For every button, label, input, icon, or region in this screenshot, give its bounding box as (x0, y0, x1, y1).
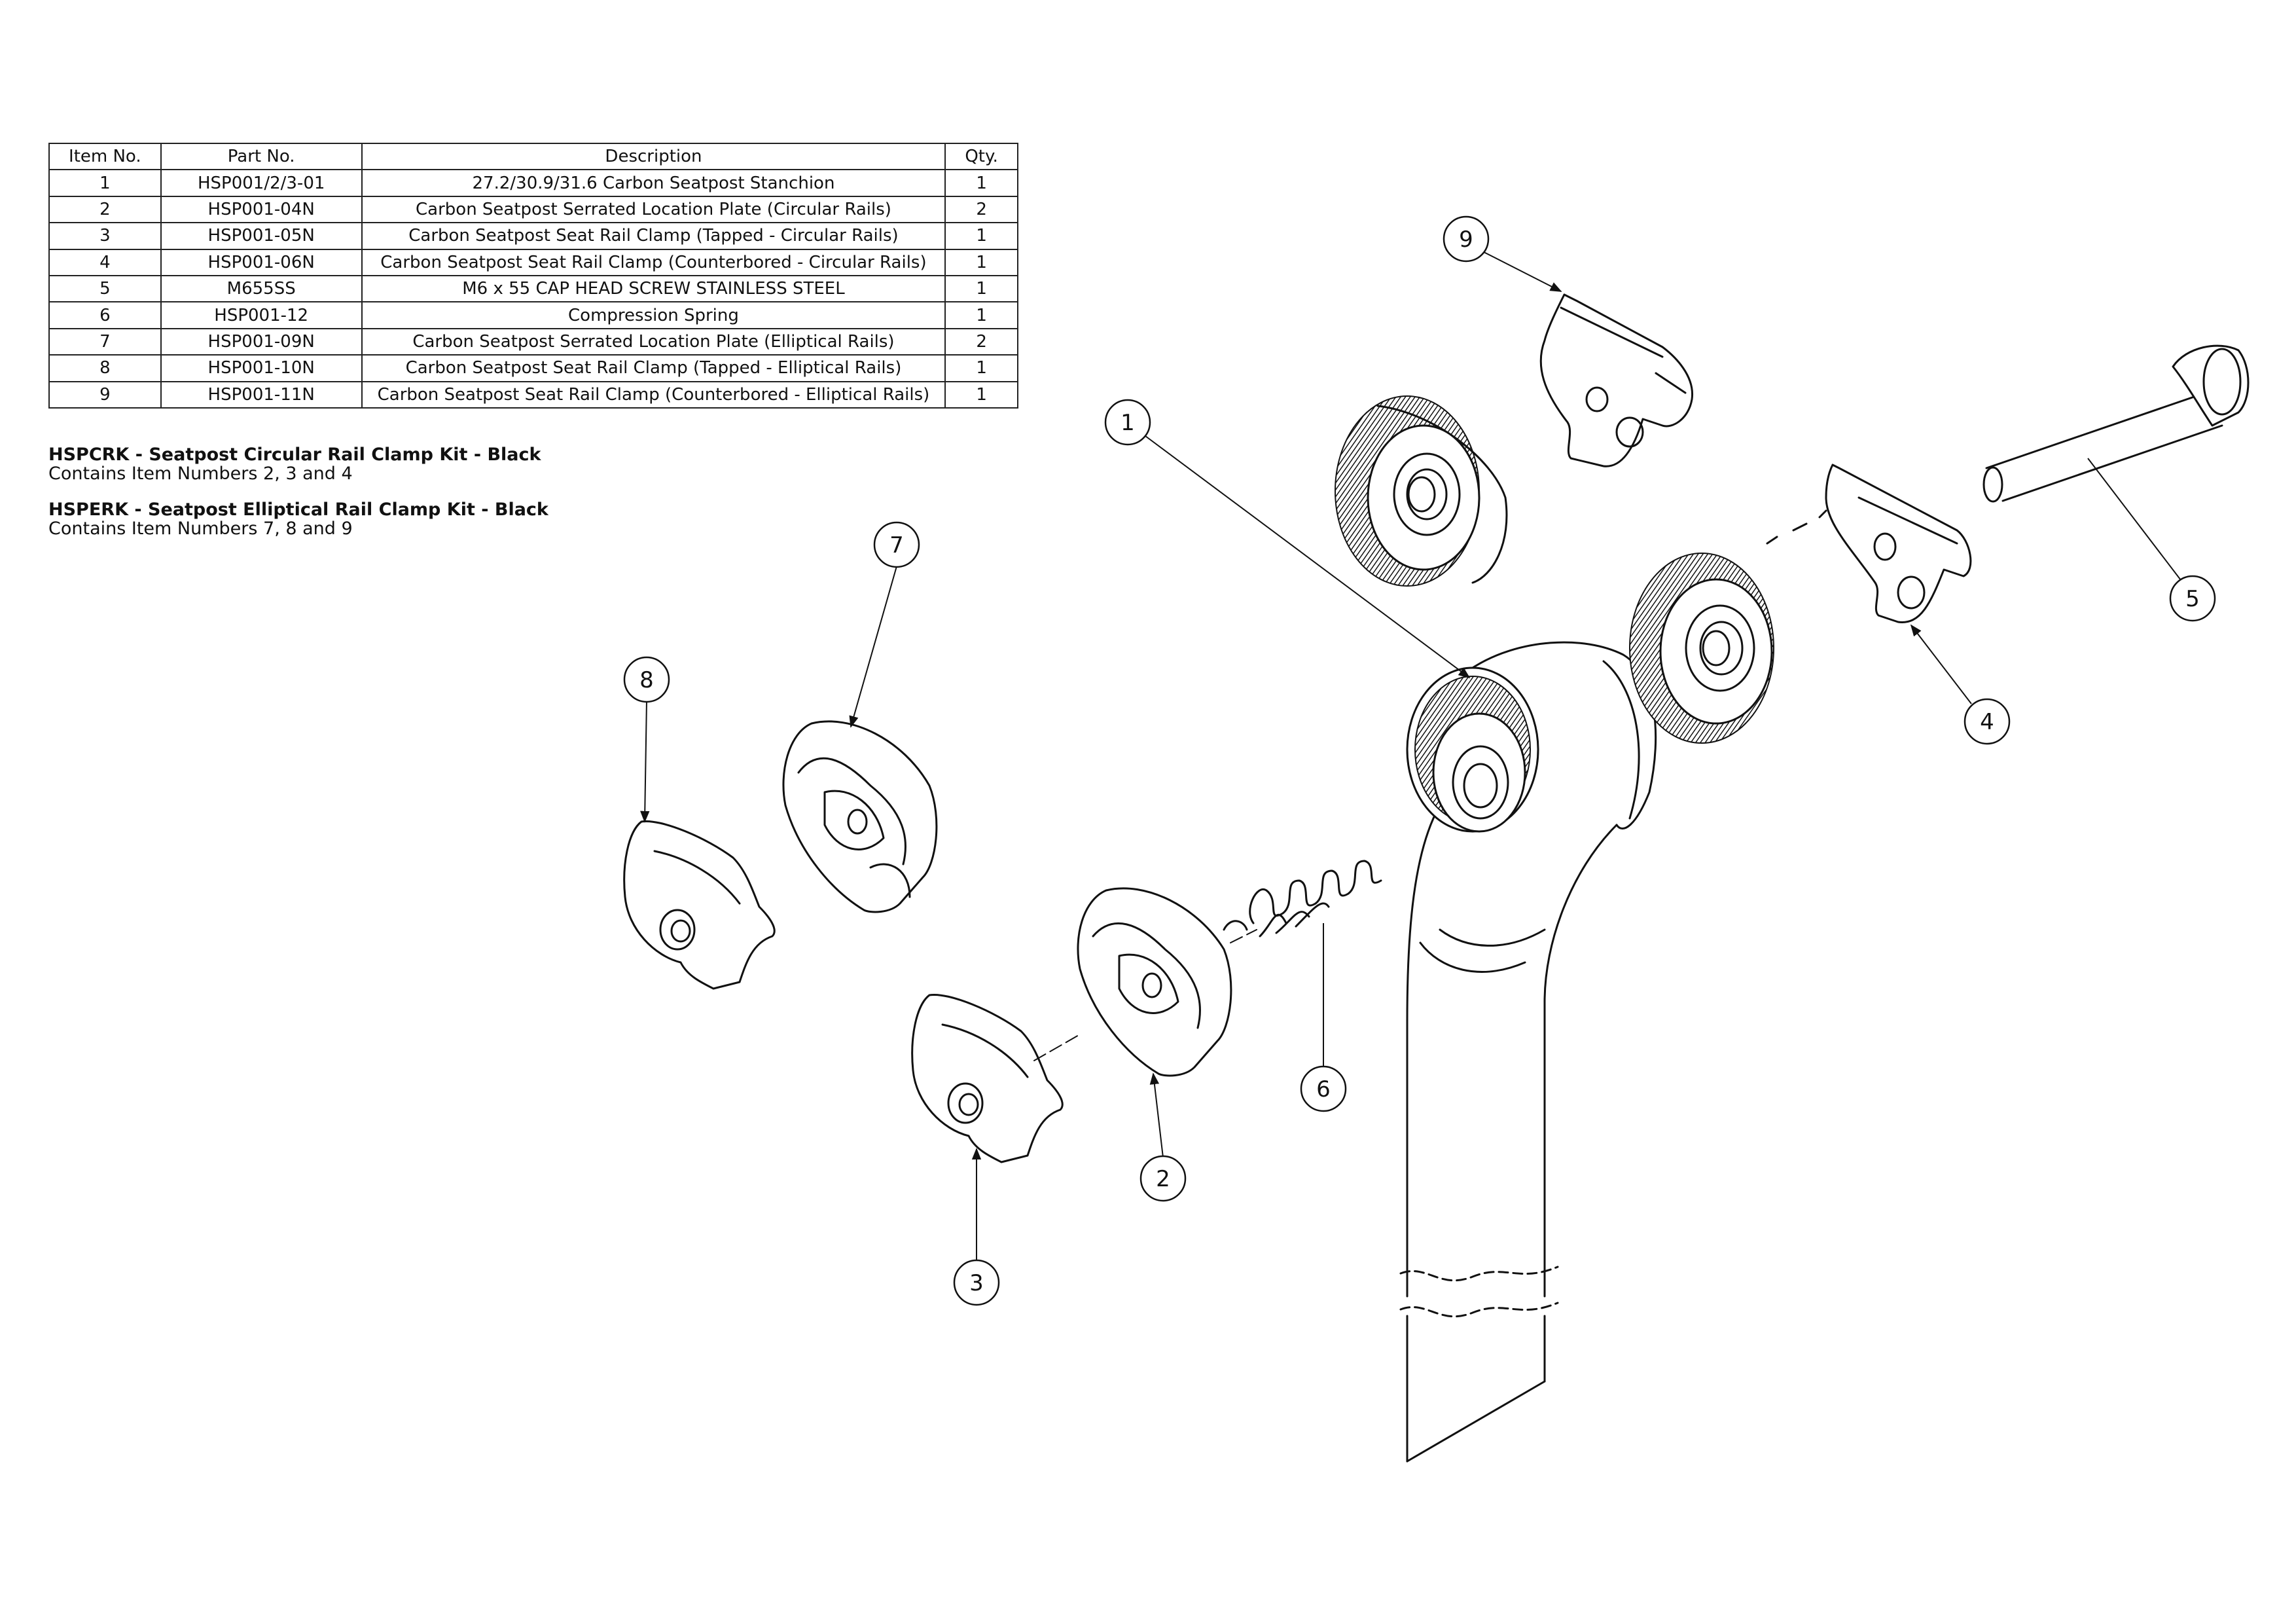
balloon-label: 6 (1316, 1076, 1331, 1103)
balloon-3: 3 (953, 1259, 1000, 1306)
cell-qty: 2 (944, 327, 1018, 356)
cell-qty: 1 (944, 301, 1018, 329)
kit-elliptical: HSPERK - Seatpost Elliptical Rail Clamp … (48, 500, 548, 538)
cell-item-no: 7 (48, 327, 162, 356)
balloon-label: 9 (1459, 227, 1473, 253)
cell-qty: 1 (944, 222, 1018, 250)
cell-qty: 1 (944, 354, 1018, 382)
kit-circular: HSPCRK - Seatpost Circular Rail Clamp Ki… (48, 445, 541, 483)
cell-part-no: HSP001/2/3-01 (160, 169, 363, 197)
cell-qty: 2 (944, 195, 1018, 224)
cell-description: 27.2/30.9/31.6 Carbon Seatpost Stanchion (361, 169, 946, 197)
kit-title: HSPCRK - Seatpost Circular Rail Clamp Ki… (48, 445, 541, 465)
balloon-label: 1 (1121, 410, 1135, 436)
cell-part-no: M655SS (160, 274, 363, 303)
cell-description: Carbon Seatpost Seat Rail Clamp (Counter… (361, 380, 946, 409)
cell-item-no: 6 (48, 301, 162, 329)
header-item-no: Item No. (48, 142, 162, 171)
balloon-label: 4 (1980, 709, 1994, 735)
balloon-8: 8 (623, 656, 670, 703)
cell-qty: 1 (944, 274, 1018, 303)
balloon-circle (1139, 1155, 1187, 1202)
compression-spring (1223, 860, 1382, 938)
balloon-4: 4 (1964, 698, 2011, 745)
cell-part-no: HSP001-05N (160, 222, 363, 250)
balloon-circle (623, 656, 670, 703)
cell-qty: 1 (944, 248, 1018, 276)
cell-description: Carbon Seatpost Seat Rail Clamp (Tapped … (361, 354, 946, 382)
header-qty: Qty. (944, 142, 1018, 171)
cell-item-no: 8 (48, 354, 162, 382)
cell-item-no: 4 (48, 248, 162, 276)
cap-head-screw (1766, 344, 2250, 545)
cell-part-no: HSP001-04N (160, 195, 363, 224)
cell-description: Compression Spring (361, 301, 946, 329)
serrated-plate-lower (1077, 887, 1232, 1077)
cell-qty: 1 (944, 169, 1018, 197)
kit-description: Contains Item Numbers 2, 3 and 4 (48, 464, 353, 484)
cell-item-no: 1 (48, 169, 162, 197)
table-header-row: Item No. Part No. Description Qty. (48, 142, 1018, 171)
kit-title: HSPERK - Seatpost Elliptical Rail Clamp … (48, 500, 548, 520)
clamp-4 (1825, 464, 1972, 623)
cell-item-no: 3 (48, 222, 162, 250)
serrated-plate-right (1629, 553, 1774, 744)
kit-description: Contains Item Numbers 7, 8 and 9 (48, 519, 353, 539)
cell-item-no: 9 (48, 380, 162, 409)
cell-item-no: 5 (48, 274, 162, 303)
cell-part-no: HSP001-11N (160, 380, 363, 409)
balloon-circle (873, 521, 920, 568)
balloon-label: 5 (2185, 586, 2200, 612)
cell-description: Carbon Seatpost Serrated Location Plate … (361, 327, 946, 356)
cell-part-no: HSP001-09N (160, 327, 363, 356)
seatpost-stanchion (1399, 641, 1657, 1463)
balloon-label: 3 (969, 1270, 984, 1296)
clamp-9 (1539, 293, 1694, 467)
balloon-label: 7 (889, 532, 904, 558)
balloon-circle (1964, 698, 2011, 745)
leader-lines (640, 251, 2183, 1260)
balloon-circle (953, 1259, 1000, 1306)
balloon-circle (1300, 1065, 1347, 1112)
cell-description: M6 x 55 CAP HEAD SCREW STAINLESS STEEL (361, 274, 946, 303)
header-part-no: Part No. (160, 142, 363, 171)
balloon-9: 9 (1443, 215, 1490, 263)
balloon-5: 5 (2169, 575, 2216, 622)
cell-qty: 1 (944, 380, 1018, 409)
balloon-2: 2 (1139, 1155, 1187, 1202)
cell-part-no: HSP001-10N (160, 354, 363, 382)
cell-description: Carbon Seatpost Seat Rail Clamp (Counter… (361, 248, 946, 276)
balloon-label: 2 (1156, 1166, 1170, 1192)
balloon-circle (2169, 575, 2216, 622)
header-description: Description (361, 142, 946, 171)
balloon-1: 1 (1104, 399, 1151, 446)
cell-description: Carbon Seatpost Serrated Location Plate … (361, 195, 946, 224)
balloon-circle (1104, 399, 1151, 446)
clamp-3 (911, 993, 1064, 1163)
cell-part-no: HSP001-06N (160, 248, 363, 276)
serrated-plate-elliptical-7 (782, 720, 938, 913)
cell-description: Carbon Seatpost Seat Rail Clamp (Tapped … (361, 222, 946, 250)
cell-item-no: 2 (48, 195, 162, 224)
balloon-circle (1443, 215, 1490, 263)
clamp-8 (623, 820, 776, 990)
serrated-plate-upper (1335, 395, 1508, 587)
balloon-7: 7 (873, 521, 920, 568)
balloon-6: 6 (1300, 1065, 1347, 1112)
balloon-label: 8 (639, 667, 654, 693)
cell-part-no: HSP001-12 (160, 301, 363, 329)
